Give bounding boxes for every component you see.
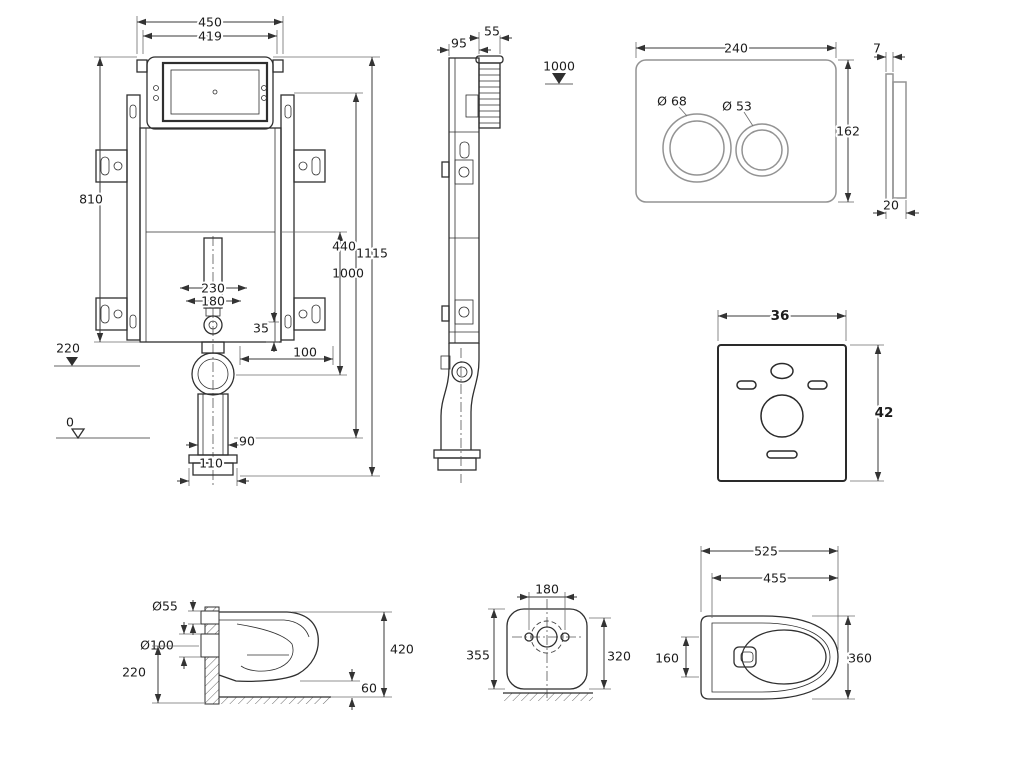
large-flush-button (662, 113, 732, 183)
flush-plate-front-view (635, 59, 837, 203)
flush-plate-side-view: 7 20 (871, 39, 919, 219)
dim-60: 60 (361, 681, 377, 696)
small-flush-button (735, 123, 789, 177)
mounting-hole-right (560, 632, 570, 642)
dim-1000: 1000 (332, 266, 364, 281)
inlet-pipe-cap (475, 55, 504, 64)
dim-20: 20 (883, 198, 899, 213)
cistern-side-dimensions: 95 55 1000 (437, 22, 577, 85)
cistern-side-view (433, 55, 504, 483)
center-hole (536, 626, 558, 648)
level-marker-filled (552, 73, 566, 84)
flush-plate-outline (635, 59, 837, 203)
wall-bracket (293, 297, 326, 331)
bowl-inner-oval (741, 629, 827, 685)
side-body-outline (448, 57, 480, 344)
dim-diameter-68: Ø 68 (657, 94, 687, 109)
outlet-stub (200, 633, 220, 658)
dim-7: 7 (873, 41, 881, 56)
toilet-front-view (503, 599, 593, 701)
inlet-stub (200, 610, 220, 625)
mat-slot-right (807, 380, 828, 390)
corrugated-inlet-pipe (478, 62, 501, 129)
floor-section (503, 693, 593, 701)
level-marker-filled (66, 357, 78, 366)
dim-180: 180 (535, 582, 559, 597)
dim-160: 160 (655, 651, 679, 666)
dim-419: 419 (198, 29, 222, 44)
dim-35: 35 (253, 321, 269, 336)
wall-bracket (95, 149, 128, 183)
dim-dia55: Ø55 (152, 599, 178, 614)
dim-360: 360 (848, 651, 872, 666)
left-rail (126, 94, 141, 341)
dim-1115: 1115 (356, 246, 388, 261)
toilet-front-dimensions: 180 355 320 (464, 580, 633, 690)
dim-230: 230 (201, 281, 225, 296)
toilet-top-view (700, 615, 839, 700)
dim-55: 55 (484, 24, 500, 39)
dim-320: 320 (607, 649, 631, 664)
cistern-front-view (54, 56, 326, 487)
mounting-hole-left (524, 632, 534, 642)
mat-hole-oval (770, 362, 794, 380)
cistern-front-dimensions: 450 419 810 1115 1000 440 230 180 35 100 (54, 13, 390, 486)
dim-dia100: Ø100 (140, 638, 174, 653)
dim-440: 440 (332, 239, 356, 254)
dim-240: 240 (724, 41, 748, 56)
floor-section (219, 697, 331, 704)
mat-outline (717, 344, 847, 482)
dim-220: 220 (56, 341, 80, 356)
mat-slot-bottom (766, 450, 798, 459)
bowl-profile (218, 611, 319, 682)
dim-diameter-53: Ø 53 (722, 99, 752, 114)
mat-slot-left (736, 380, 757, 390)
insulation-mat-view: 36 42 (717, 306, 895, 482)
datum-marker (70, 428, 86, 440)
tank-outline (139, 127, 282, 343)
dim-36: 36 (771, 308, 790, 324)
plate-side-profile (885, 73, 894, 207)
mat-hole-center (760, 394, 804, 438)
wall-bracket (95, 297, 128, 331)
dim-42: 42 (875, 405, 894, 421)
drain-elbow (191, 352, 235, 396)
dim-420: 420 (390, 642, 414, 657)
outlet-connector (451, 361, 473, 383)
dim-0: 0 (66, 415, 74, 430)
dim-810: 810 (79, 192, 103, 207)
dim-95: 95 (451, 36, 467, 51)
access-box-outline (146, 56, 274, 130)
toilet-side-view (200, 606, 331, 705)
dim-90: 90 (239, 434, 255, 449)
dim-450: 450 (198, 15, 222, 30)
flush-plate-dimensions: 240 162 Ø 68 Ø 53 (635, 39, 862, 203)
outlet-fixture (733, 646, 757, 668)
dim-355: 355 (466, 648, 490, 663)
dim-162: 162 (836, 124, 860, 139)
toilet-top-dimensions: 525 455 160 360 (653, 542, 874, 700)
wall-bracket (293, 149, 326, 183)
dim-100: 100 (293, 345, 317, 360)
bowl-top-outline (700, 615, 839, 700)
level-1000: 1000 (543, 59, 575, 74)
access-box-frame (161, 61, 269, 123)
dim-525: 525 (754, 544, 778, 559)
toilet-side-dimensions: Ø55 Ø100 220 420 60 (120, 597, 416, 710)
dim-220: 220 (122, 665, 146, 680)
dim-455: 455 (763, 571, 787, 586)
dim-110: 110 (199, 456, 223, 471)
dim-180: 180 (201, 294, 225, 309)
right-rail (280, 94, 295, 341)
